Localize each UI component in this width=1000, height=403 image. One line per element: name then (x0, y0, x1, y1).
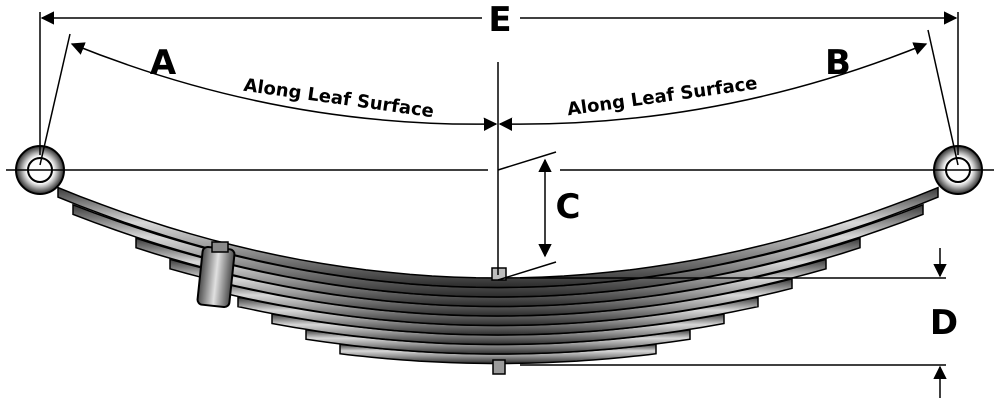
dimension-label-b: B (825, 43, 851, 83)
dimension-label-a: A (150, 43, 177, 83)
center-bolt (491, 267, 507, 375)
surface-label-right: Along Leaf Surface (566, 73, 759, 120)
spring-leaf-1 (57, 186, 939, 289)
dimension-label-d: D (930, 303, 958, 343)
spring-leaves (57, 186, 939, 365)
dimension-lines (6, 11, 994, 398)
dimension-label-c: C (556, 187, 581, 227)
dimension-label-e: E (488, 0, 511, 40)
leaf-clamp-band (196, 241, 236, 309)
